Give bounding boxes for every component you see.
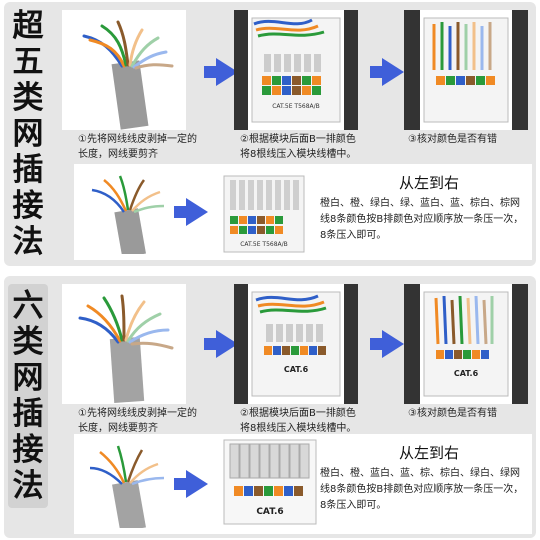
cable-closeup-image [82,440,170,532]
step1-stripped-cable-image [62,10,186,130]
module-closeup-image: CAT.5E T568A/B [222,174,306,254]
step1-stripped-cable-image [62,284,186,404]
panel-text: 橙白、橙、绿白、绿、蓝白、蓝、棕白、棕网线8条颜色按B排颜色对应顺序放一条压一次… [320,198,524,241]
title-char: 接 [12,188,44,224]
arrow-right-icon [204,330,238,358]
title-char: 插 [12,396,44,432]
step2-module-wiring-image: CAT.5E T568A/B [234,10,358,130]
cat5e-vertical-title: 超 五 类 网 插 接 法 [8,8,48,260]
cat6-detail-panel: CAT.6 从左到右 橙白、橙、蓝白、蓝、棕、棕白、绿白、绿网线8条颜色按B排颜… [74,434,532,534]
arrow-right-icon [370,330,404,358]
cat5e-detail-panel: CAT.5E T568A/B 从左到右 橙白、橙、绿白、绿、蓝白、蓝、棕白、棕网… [74,164,532,260]
step1-caption: ①先将网线线皮剥掉一定的 长度，网线要剪齐 [78,408,197,434]
title-char: 五 [12,44,44,80]
title-char: 超 [12,8,44,44]
arrow-right-icon [370,58,404,86]
title-char: 法 [12,224,44,260]
cable-closeup-image [82,170,170,258]
module-label: CAT.6 [284,365,309,374]
title-char: 六 [12,288,44,324]
step1-caption: ①先将网线线皮剥掉一定的 长度，网线要剪齐 [78,134,197,160]
title-char: 类 [12,80,44,116]
title-char: 网 [12,116,44,152]
cat6-vertical-title: 六 类 网 插 接 法 [8,284,48,508]
arrow-right-icon [174,198,208,226]
panel-title: 从左到右 [399,444,460,462]
title-char: 类 [12,324,44,360]
panel-text: 橙白、橙、蓝白、蓝、棕、棕白、绿白、绿网线8条颜色按B排颜色对应顺序放一条压一次… [320,468,524,511]
cat5e-section: 超 五 类 网 插 接 法 [4,2,536,266]
step3-check-colors-image [404,10,528,130]
module-label: CAT.5E T568A/B [272,103,320,110]
title-char: 网 [12,360,44,396]
panel-title: 从左到右 [399,174,460,192]
step2-caption: ②根据模块后面B一排颜色 将8根线压入模块线槽中。 [240,408,357,434]
module-label: CAT.6 [454,369,479,378]
step2-module-wiring-image: CAT.6 [234,284,358,404]
arrow-right-icon [204,58,238,86]
module-closeup-image: CAT.6 [222,438,318,526]
module-label: CAT.5E T568A/B [240,241,288,248]
step2-caption: ②根据模块后面B一排颜色 将8根线压入模块线槽中。 [240,134,357,160]
title-char: 接 [12,432,44,468]
arrow-right-icon [174,470,208,498]
step3-check-colors-image: CAT.6 [404,284,528,404]
module-label: CAT.6 [256,507,283,517]
cat6-section: 六 类 网 插 接 法 [4,276,536,538]
step3-caption: ③核对颜色是否有错 [408,134,497,145]
step3-caption: ③核对颜色是否有错 [408,408,497,419]
title-char: 法 [12,468,44,504]
title-char: 插 [12,152,44,188]
